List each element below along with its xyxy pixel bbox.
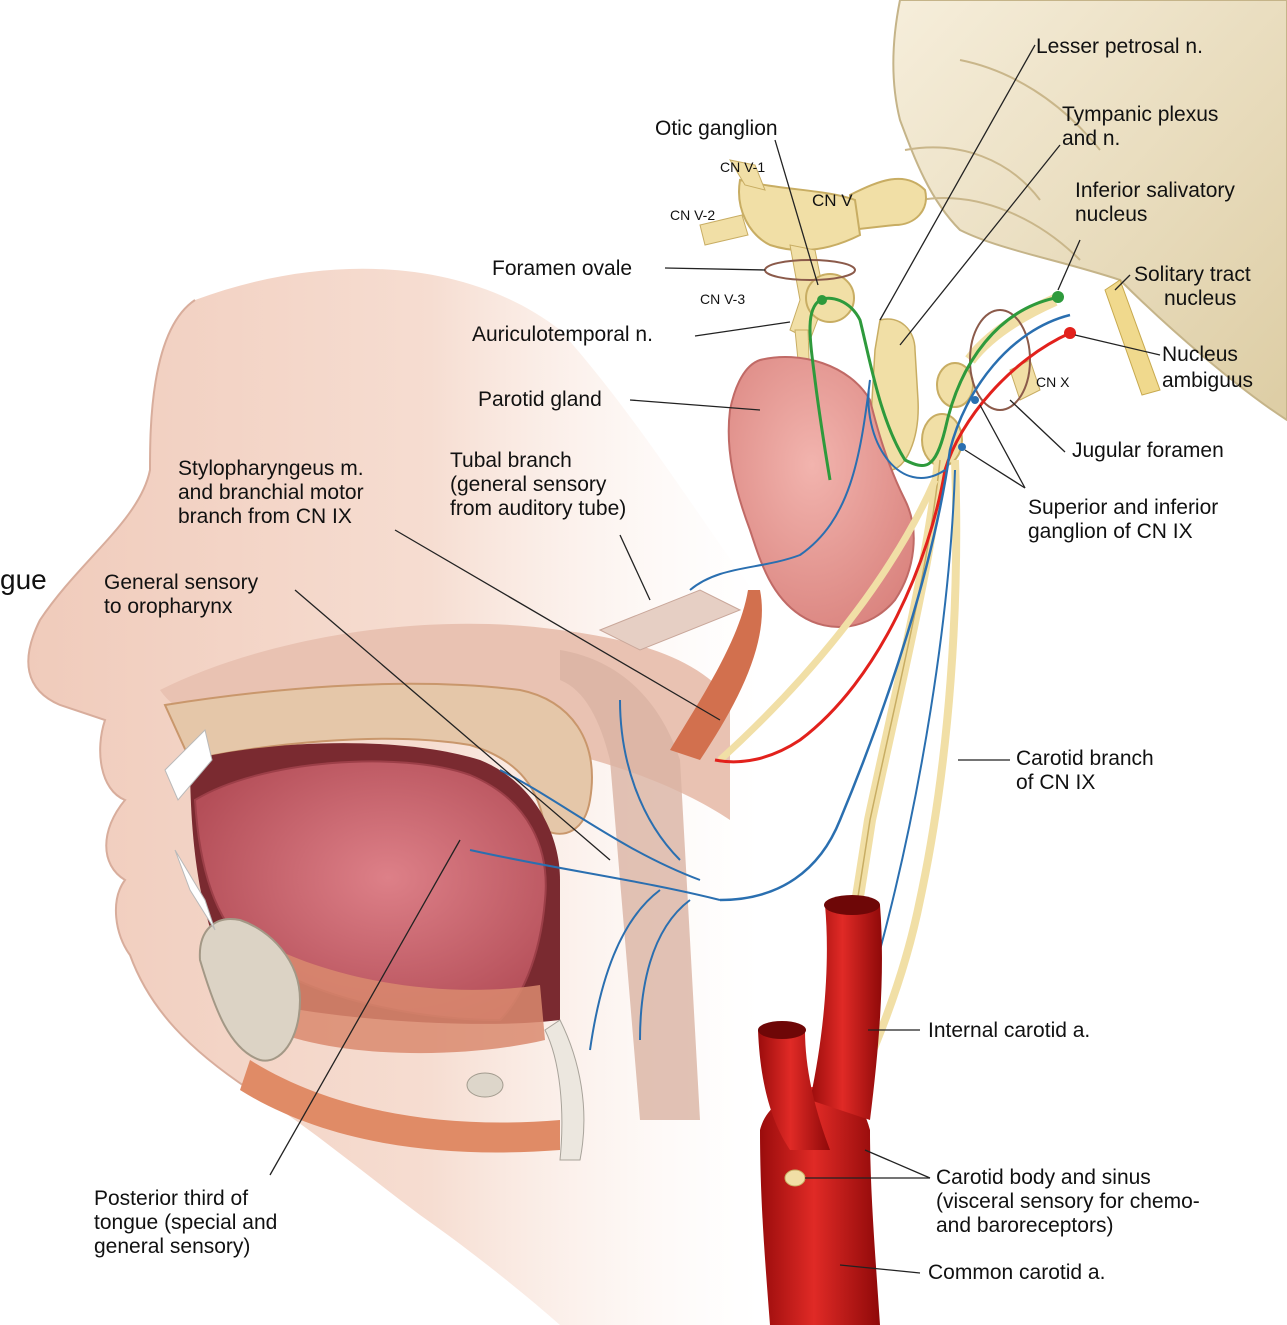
label-posterior-third-line3: general sensory) <box>94 1236 250 1258</box>
label-nucleus-ambiguus-line2: ambiguus <box>1162 370 1253 392</box>
label-parotid: Parotid gland <box>478 389 602 411</box>
head-profile <box>28 269 762 1325</box>
label-cn-v1: CN V-1 <box>720 160 765 175</box>
hyoid <box>467 1073 503 1097</box>
label-solitary-line2: nucleus <box>1164 288 1236 310</box>
carotid-body <box>785 1170 805 1186</box>
label-tubal-line2: (general sensory <box>450 474 606 496</box>
leader-sup-inf-1 <box>980 405 1025 488</box>
label-sup-inf-line2: ganglion of CN IX <box>1028 521 1193 543</box>
leader-carotid-body-2 <box>865 1150 930 1178</box>
external-carotid-lumen <box>758 1021 806 1039</box>
label-nucleus-ambiguus-line1: Nucleus <box>1162 344 1238 366</box>
label-tubal-line1: Tubal branch <box>450 450 572 472</box>
leader-jugular <box>1010 400 1065 452</box>
label-internal-carotid: Internal carotid a. <box>928 1020 1090 1042</box>
leader-nucleus-ambiguus <box>1075 335 1160 355</box>
label-carotid-body-line3: and baroreceptors) <box>936 1215 1113 1237</box>
label-lesser-petrosal: Lesser petrosal n. <box>1036 36 1203 58</box>
leader-auriculotemporal <box>695 322 790 336</box>
label-cn-x: CN X <box>1036 375 1069 390</box>
cn-v-root <box>850 179 926 230</box>
label-tympanic-line1: Tympanic plexus <box>1062 104 1218 126</box>
label-stylo-line1: Stylopharyngeus m. <box>178 458 364 480</box>
label-jugular-foramen: Jugular foramen <box>1072 440 1224 462</box>
label-cn-v2: CN V-2 <box>670 208 715 223</box>
label-inferior-salivatory-line2: nucleus <box>1075 204 1147 226</box>
label-inferior-salivatory-line1: Inferior salivatory <box>1075 180 1235 202</box>
label-carotid-body-line1: Carotid body and sinus <box>936 1167 1151 1189</box>
label-foramen-ovale: Foramen ovale <box>492 258 632 280</box>
cn-ix-root <box>970 300 1055 360</box>
internal-carotid <box>810 905 882 1120</box>
label-edge-fragment: gue <box>0 566 47 594</box>
label-auriculotemporal: Auriculotemporal n. <box>472 324 653 346</box>
label-carotid-body-line2: (visceral sensory for chemo- <box>936 1191 1200 1213</box>
label-stylo-line2: and branchial motor <box>178 482 364 504</box>
otic-ganglion-dot <box>817 295 827 305</box>
label-gen-sensory-line1: General sensory <box>104 572 258 594</box>
label-tympanic-line2: and n. <box>1062 128 1120 150</box>
label-stylo-line3: branch from CN IX <box>178 506 352 528</box>
leader-foramen-ovale <box>665 268 765 270</box>
label-otic-ganglion: Otic ganglion <box>655 118 778 140</box>
internal-carotid-lumen <box>824 895 880 915</box>
superior-ganglion-dot <box>971 396 979 404</box>
label-cn-v: CN V <box>812 190 853 212</box>
label-cn-v3: CN V-3 <box>700 292 745 307</box>
label-posterior-third-line2: tongue (special and <box>94 1212 277 1234</box>
label-carotid-branch-line1: Carotid branch <box>1016 748 1154 770</box>
label-posterior-third-line1: Posterior third of <box>94 1188 248 1210</box>
inferior-ganglion-dot <box>958 443 966 451</box>
nucleus-ambiguus-dot <box>1064 327 1076 339</box>
label-solitary-line1: Solitary tract <box>1134 264 1251 286</box>
label-common-carotid: Common carotid a. <box>928 1262 1105 1284</box>
carotid-arteries <box>758 895 882 1325</box>
label-tubal-line3: from auditory tube) <box>450 498 626 520</box>
leader-sup-inf-2 <box>965 450 1025 488</box>
label-carotid-branch-line2: of CN IX <box>1016 772 1095 794</box>
label-gen-sensory-line2: to oropharynx <box>104 596 232 618</box>
label-sup-inf-line1: Superior and inferior <box>1028 497 1218 519</box>
inferior-salivatory-nucleus-dot <box>1052 291 1064 303</box>
